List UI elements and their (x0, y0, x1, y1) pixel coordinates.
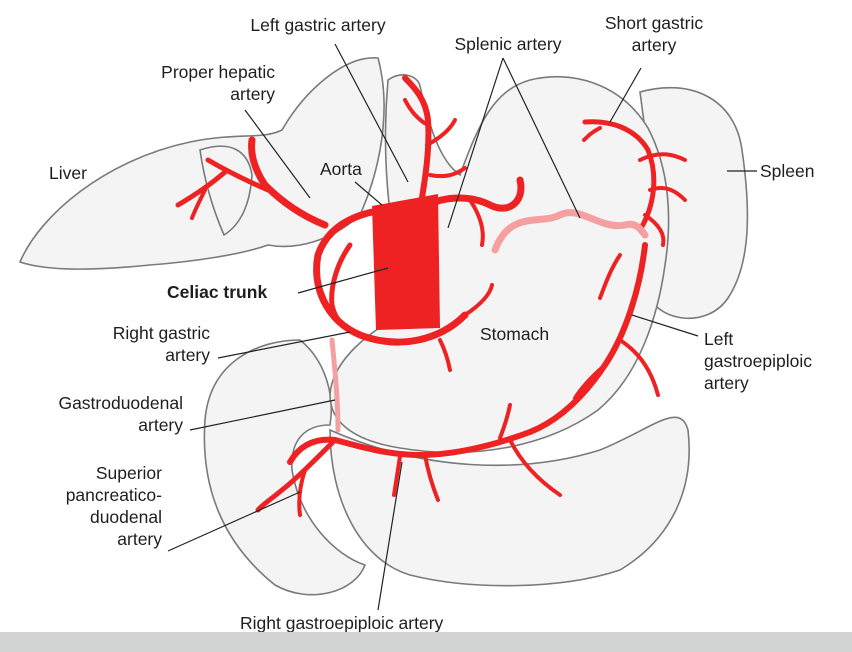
gastroduodenal-artery-vessel (329, 337, 341, 433)
leader-gastroduodenal (189, 399, 336, 431)
label-proper-hepatic-line-2: artery (230, 84, 275, 104)
leader-superior-pancreaticoduodenal (167, 491, 301, 552)
right-gastroepiploic-branch-4 (498, 403, 512, 440)
label-right-gastric-line-2: artery (165, 345, 210, 365)
splenic-artery-vessel (416, 176, 525, 214)
short-gastric-branch-4 (582, 126, 602, 142)
label-short-gastric-line-1: Short gastric (604, 13, 704, 33)
right-gastroepiploic-artery-vessel (287, 429, 533, 465)
short-gastric-branch-1 (638, 152, 687, 162)
label-spd-line-1: Superior (95, 463, 162, 483)
label-left-gastroepiploic-line-1: Left (704, 329, 734, 349)
organs (18, 57, 749, 596)
label-left-gastroepiploic-line-2: gastroepiploic (704, 351, 812, 371)
left-gastroepiploic-branch-3 (598, 253, 622, 300)
label-celiac-trunk: Celiac trunk (167, 282, 268, 302)
leader-celiac-trunk (297, 267, 389, 294)
leader-right-gastroepiploic (377, 461, 403, 611)
leader-left-gastroepiploic (631, 314, 699, 337)
label-short-gastric-artery: Short gastric artery (574, 12, 734, 56)
left-gastric-artery-vessel (402, 75, 432, 213)
bottom-bar (0, 632, 852, 652)
label-right-gastric-artery: Right gastric artery (70, 322, 210, 366)
leader-proper-hepatic (244, 109, 311, 199)
label-spd-line-4: artery (117, 529, 162, 549)
short-gastric-artery-vessel (582, 119, 657, 233)
hepatic-branch-3 (190, 188, 207, 220)
aorta-shape (372, 194, 440, 330)
hepatic-branch-1 (205, 157, 271, 193)
label-short-gastric-line-2: artery (631, 35, 677, 55)
splenic-branch-1 (468, 198, 485, 247)
leader-aorta (354, 181, 383, 206)
lesser-curvature-branch (438, 338, 452, 372)
label-right-gastric-line-1: Right gastric (112, 323, 210, 343)
leader-lines (167, 43, 757, 611)
label-spd-line-2: pancreatico- (65, 485, 162, 505)
label-liver: Liver (49, 163, 87, 183)
label-splenic-artery: Splenic artery (454, 34, 562, 54)
short-gastric-branch-2 (648, 186, 687, 202)
label-right-gastroepiploic-artery: Right gastroepiploic artery (240, 613, 444, 633)
leader-left-gastric (334, 43, 409, 183)
label-spd-line-3: duodenal (89, 507, 162, 527)
label-proper-hepatic-line-1: Proper hepatic (161, 62, 275, 82)
superior-pancreaticoduodenal-artery-vessel (255, 437, 338, 513)
label-stomach: Stomach (480, 324, 550, 344)
label-gastroduodenal-artery: Gastroduodenal artery (10, 392, 183, 436)
leader-right-gastric (217, 331, 351, 359)
left-gastroepiploic-branch-2 (573, 363, 607, 400)
hepatic-arc (313, 205, 469, 346)
left-gastric-branch-3 (403, 98, 430, 127)
left-gastroepiploic-branch-1 (618, 338, 660, 397)
short-gastric-branch-3 (643, 213, 666, 247)
label-left-gastric-artery: Left gastric artery (250, 15, 386, 35)
label-proper-hepatic-artery: Proper hepatic artery (100, 61, 275, 105)
splenic-branch-2 (463, 283, 494, 317)
duodenum-shape (203, 339, 367, 596)
left-gastric-branch-1 (425, 118, 457, 147)
celiac-trunk-branch (384, 206, 424, 279)
pancreas-shape (329, 416, 690, 587)
label-gastroduodenal-line-2: artery (138, 415, 183, 435)
right-gastroepiploic-branch-3 (392, 454, 402, 497)
leader-splenic-1 (447, 57, 504, 229)
left-gastric-branch-2 (428, 166, 467, 179)
splenic-artery-faded-course (491, 209, 649, 254)
label-superior-pancreaticoduodenal-artery: Superior pancreatico- duodenal artery (40, 462, 162, 550)
right-gastric-artery-vessel (329, 242, 363, 338)
hepatic-branch-2 (175, 169, 228, 208)
label-left-gastroepiploic-artery: Left gastroepiploic artery (704, 328, 812, 394)
right-gastroepiploic-branch-2 (423, 453, 440, 502)
gallbladder-shape (199, 145, 253, 237)
leader-splenic-2 (502, 57, 581, 219)
right-gastroepiploic-branch-1 (508, 438, 562, 497)
label-left-gastroepiploic-line-3: artery (704, 373, 749, 393)
proper-hepatic-artery-vessel (248, 136, 329, 229)
label-aorta: Aorta (320, 159, 362, 179)
leader-short-gastric (609, 67, 642, 123)
label-gastroduodenal-line-1: Gastroduodenal (58, 393, 183, 413)
label-spleen: Spleen (760, 161, 815, 181)
